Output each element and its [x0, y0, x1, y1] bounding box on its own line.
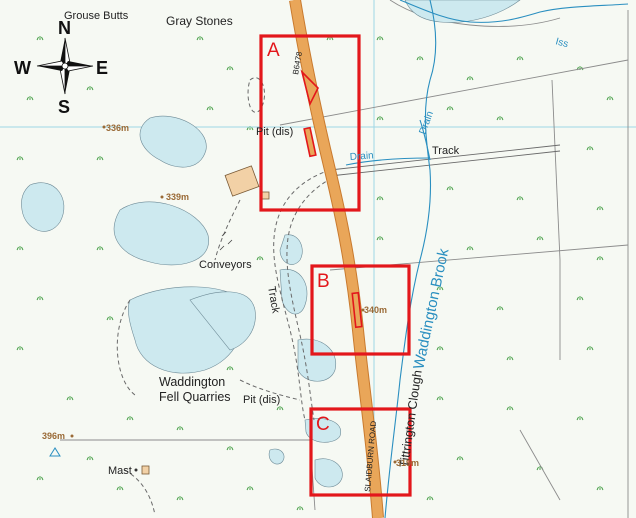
- road-label-b6478: B6478: [291, 50, 304, 75]
- compass-south: S: [58, 97, 70, 117]
- box-c-label: C: [316, 414, 330, 435]
- spot-height-396: 396m: [42, 431, 65, 441]
- conveyor-symbols: [219, 231, 233, 251]
- compass-west: W: [14, 58, 31, 78]
- water-bodies: [21, 0, 521, 488]
- label-track-right: Track: [432, 145, 460, 157]
- label-drain-lower: Drain: [349, 150, 374, 163]
- box-a: [259, 34, 361, 212]
- streams: [345, 0, 629, 518]
- road-b6478: [289, 0, 384, 518]
- label-conveyors: Conveyors: [199, 259, 252, 271]
- spot-height-340: 340m: [364, 305, 387, 315]
- highlight-boxes: [259, 34, 412, 497]
- compass-north: N: [58, 18, 71, 38]
- spot-height-339: 339m: [166, 192, 189, 202]
- label-quarries-line2: Fell Quarries: [159, 390, 231, 404]
- farm-track: [329, 144, 561, 177]
- label-iss: Iss: [554, 36, 569, 50]
- label-pit-dis-upper: Pit (dis): [256, 126, 293, 138]
- label-mast: Mast: [108, 465, 132, 477]
- road-feature-markers: [300, 69, 363, 329]
- box-b-label: B: [317, 271, 330, 292]
- label-gray-stones: Gray Stones: [166, 14, 233, 28]
- mast-icon: [134, 465, 150, 475]
- box-a-label: A: [267, 40, 280, 61]
- spot-height-markers: [70, 125, 397, 464]
- box-c: [309, 407, 412, 497]
- label-grouse-butts: Grouse Butts: [64, 10, 129, 22]
- label-quarries-line1: Waddington: [159, 375, 225, 389]
- triangulation-pillar-icon: [49, 447, 61, 457]
- label-track-left: Track: [265, 285, 282, 314]
- spot-height-336: 336m: [106, 123, 129, 133]
- box-b: [310, 264, 411, 356]
- buildings: [224, 165, 270, 200]
- compass-rose-icon: [36, 37, 94, 95]
- label-pit-dis-lower: Pit (dis): [243, 394, 280, 406]
- compass-east: E: [96, 58, 108, 78]
- spot-height-319: 319m: [396, 458, 419, 468]
